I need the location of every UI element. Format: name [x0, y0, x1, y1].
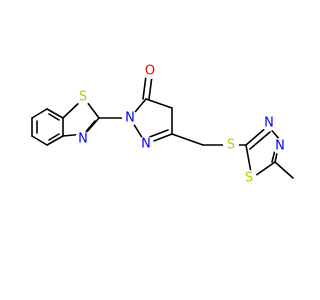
atom-label: S	[79, 90, 87, 105]
bond	[249, 131, 271, 150]
atom-n2-pyrazolone: N	[138, 136, 154, 152]
atom-label: S	[245, 171, 253, 186]
molecule-structure-diagram: S N N N O S N N	[31, 63, 294, 186]
atom-label: N	[141, 137, 151, 152]
bond	[145, 98, 173, 109]
atom-label-layer: S N N N O S N N	[75, 63, 288, 186]
bond	[148, 75, 153, 100]
bond	[31, 108, 48, 119]
bond-layer	[31, 75, 294, 179]
atom-n1-pyrazolone: N	[122, 110, 138, 126]
atom-n-benzothiazole: N	[75, 131, 91, 147]
bond	[46, 108, 64, 119]
atom-s-benzothiazole: S	[75, 89, 91, 105]
bond-double-inner	[48, 133, 60, 141]
bond	[142, 75, 147, 100]
atom-s-thioether: S	[223, 137, 239, 153]
bond	[146, 129, 169, 139]
atom-label: N	[125, 111, 135, 126]
atom-label: N	[275, 139, 285, 154]
bond-double-inner	[48, 113, 60, 121]
atom-label: N	[264, 116, 274, 131]
atom-label: N	[78, 132, 88, 147]
bond	[46, 135, 64, 146]
bond	[31, 135, 48, 146]
atom-s-thiadiazole: S	[241, 170, 257, 186]
atom-o-carbonyl: O	[142, 63, 158, 79]
bond	[171, 133, 204, 146]
bond	[274, 161, 294, 179]
atom-label: S	[227, 138, 235, 153]
bond	[84, 117, 100, 135]
atom-n3-thiadiazole: N	[261, 115, 277, 131]
atom-n4-thiadiazole: N	[272, 138, 288, 154]
atom-label: O	[145, 64, 155, 79]
